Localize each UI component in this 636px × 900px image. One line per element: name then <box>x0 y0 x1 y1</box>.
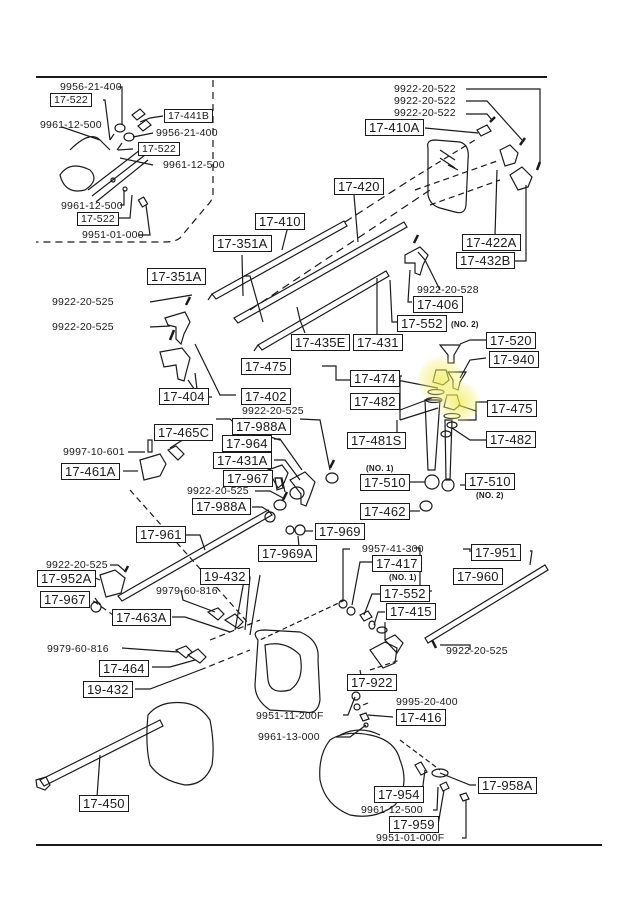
label-17-960[interactable]: 17-960 <box>453 568 503 585</box>
label-9951-01-000[interactable]: 9951-01-000 <box>82 229 144 241</box>
label-17-959[interactable]: 17-959 <box>389 816 439 833</box>
label-17-969a[interactable]: 17-969A <box>258 545 317 562</box>
label-17-482-right[interactable]: 17-482 <box>486 431 536 448</box>
label-9922-20-525-e[interactable]: 9922-20-525 <box>46 559 108 571</box>
label-17-432b[interactable]: 17-432B <box>456 252 515 269</box>
label-17-967-b[interactable]: 17-967 <box>40 591 90 608</box>
inset-border <box>36 80 213 242</box>
label-17-475-right[interactable]: 17-475 <box>487 400 537 417</box>
label-17-988a-b[interactable]: 17-988A <box>192 498 251 515</box>
label-17-404[interactable]: 17-404 <box>159 388 209 405</box>
label-17-406[interactable]: 17-406 <box>413 296 463 313</box>
label-17-415[interactable]: 17-415 <box>386 603 436 620</box>
label-9961-12-500-b[interactable]: 9961-12-500 <box>163 159 225 171</box>
label-17-416[interactable]: 17-416 <box>396 709 446 726</box>
label-17-951[interactable]: 17-951 <box>471 544 521 561</box>
top-right-leaders <box>425 89 540 261</box>
label-9961-12-500-d[interactable]: 9961-12-500 <box>361 804 423 816</box>
label-9922-20-522-b[interactable]: 9922-20-522 <box>394 95 456 107</box>
label-17-474[interactable]: 17-474 <box>350 370 400 387</box>
label-9957-41-300[interactable]: 9957-41-300 <box>362 543 424 555</box>
middle-parts <box>118 440 338 625</box>
label-17-435e[interactable]: 17-435E <box>291 334 350 351</box>
label-17-351a-b[interactable]: 17-351A <box>147 268 206 285</box>
label-17-522-c[interactable]: 17-522 <box>77 212 119 226</box>
label-9922-20-528[interactable]: 9922-20-528 <box>417 284 479 296</box>
label-9922-20-522-c[interactable]: 9922-20-522 <box>394 107 456 119</box>
label-17-969[interactable]: 17-969 <box>315 523 365 540</box>
label-17-552-no2[interactable]: 17-552 <box>397 315 447 332</box>
label-9951-11-200f[interactable]: 9951-11-200F <box>256 710 324 722</box>
label-17-481s[interactable]: 17-481S <box>347 432 406 449</box>
label-9979-60-816-a[interactable]: 9979-60-816 <box>156 585 218 597</box>
label-17-940[interactable]: 17-940 <box>489 351 539 368</box>
lower-right-leaders <box>336 548 532 838</box>
label-17-964[interactable]: 17-964 <box>222 435 272 452</box>
label-9961-13-000[interactable]: 9961-13-000 <box>258 731 320 743</box>
shift-rods <box>208 180 430 351</box>
label-17-462[interactable]: 17-462 <box>360 503 410 520</box>
label-17-410a[interactable]: 17-410A <box>365 119 424 136</box>
label-17-464[interactable]: 17-464 <box>99 660 149 677</box>
label-17-510-no2[interactable]: 17-510 <box>465 473 515 490</box>
inset-leaders <box>62 87 163 235</box>
label-17-954[interactable]: 17-954 <box>374 786 424 803</box>
note-no1-b: (NO. 1) <box>389 573 417 582</box>
lower-right-parts <box>260 565 548 801</box>
label-17-988a-a[interactable]: 17-988A <box>232 418 291 435</box>
label-9922-20-525-d[interactable]: 9922-20-525 <box>187 485 249 497</box>
label-9961-12-500-a[interactable]: 9961-12-500 <box>40 119 102 131</box>
label-9922-20-522-a[interactable]: 9922-20-522 <box>394 83 456 95</box>
label-17-967-a[interactable]: 17-967 <box>223 470 273 487</box>
label-17-420[interactable]: 17-420 <box>334 178 384 195</box>
label-17-522-b[interactable]: 17-522 <box>138 142 180 156</box>
label-9956-21-400-a[interactable]: 9956-21-400 <box>60 81 122 93</box>
label-9997-10-601[interactable]: 9997-10-601 <box>63 446 125 458</box>
note-no2-a: (NO. 2) <box>451 320 479 329</box>
label-19-432-b[interactable]: 19-432 <box>83 681 133 698</box>
label-17-465c[interactable]: 17-465C <box>154 424 214 441</box>
label-17-952a[interactable]: 17-952A <box>37 570 96 587</box>
label-17-402[interactable]: 17-402 <box>241 388 291 405</box>
label-17-461a[interactable]: 17-461A <box>61 463 120 480</box>
label-17-417[interactable]: 17-417 <box>372 555 422 572</box>
label-17-450[interactable]: 17-450 <box>79 795 129 812</box>
label-17-510-no1[interactable]: 17-510 <box>360 474 410 491</box>
label-9922-20-525-c[interactable]: 9922-20-525 <box>242 405 304 417</box>
label-9922-20-525-b[interactable]: 9922-20-525 <box>52 321 114 333</box>
cover-parts <box>410 117 540 213</box>
label-17-441b[interactable]: 17-441B <box>164 109 214 123</box>
transmission-case-left <box>36 703 213 791</box>
label-9922-20-525-a[interactable]: 9922-20-525 <box>52 296 114 308</box>
label-17-922[interactable]: 17-922 <box>347 674 397 691</box>
label-9979-60-816-b[interactable]: 9979-60-816 <box>47 643 109 655</box>
label-17-431[interactable]: 17-431 <box>353 334 403 351</box>
label-9956-21-400-b[interactable]: 9956-21-400 <box>156 127 218 139</box>
transmission-case-center <box>255 630 320 713</box>
label-17-958a[interactable]: 17-958A <box>478 777 537 794</box>
highlight-17-475 <box>436 382 481 422</box>
label-17-431a[interactable]: 17-431A <box>213 452 272 469</box>
shift-forks <box>160 235 428 381</box>
label-17-475-left[interactable]: 17-475 <box>241 358 291 375</box>
label-17-351a-a[interactable]: 17-351A <box>213 235 272 252</box>
label-17-961[interactable]: 17-961 <box>136 526 186 543</box>
label-17-552-b[interactable]: 17-552 <box>380 585 430 602</box>
note-no2-b: (NO. 2) <box>476 491 504 500</box>
label-19-432-a[interactable]: 19-432 <box>200 568 250 585</box>
label-17-522-a[interactable]: 17-522 <box>50 93 92 107</box>
lower-left-leaders <box>93 565 250 797</box>
label-9951-01-000f[interactable]: 9951-01-000F <box>376 832 445 844</box>
label-17-422a[interactable]: 17-422A <box>462 234 521 251</box>
label-17-520[interactable]: 17-520 <box>486 332 536 349</box>
label-17-410[interactable]: 17-410 <box>255 213 305 230</box>
label-9995-20-400[interactable]: 9995-20-400 <box>396 696 458 708</box>
label-9922-20-525-f[interactable]: 9922-20-525 <box>446 645 508 657</box>
label-17-482-left[interactable]: 17-482 <box>350 393 400 410</box>
note-no1-a: (NO. 1) <box>366 464 394 473</box>
label-17-463a[interactable]: 17-463A <box>112 609 171 626</box>
label-9961-12-500-c[interactable]: 9961-12-500 <box>61 200 123 212</box>
